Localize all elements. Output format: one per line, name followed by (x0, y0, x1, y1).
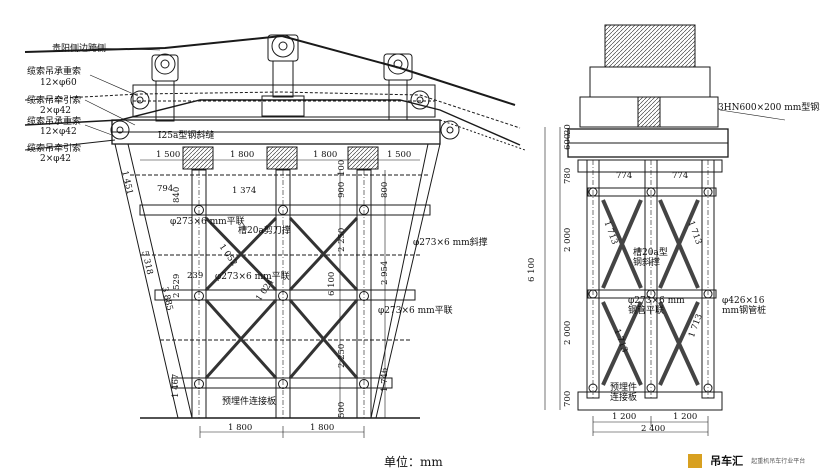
dim-6100: 6 100 (327, 271, 337, 296)
right-bottom-dim-total: 2 400 (641, 424, 666, 434)
right-dim-6100: 6 100 (527, 257, 537, 282)
logo-name: 吊车汇 (710, 454, 744, 468)
scissor-brace-right (288, 216, 359, 379)
right-top-dim-2: 774 (672, 171, 689, 181)
cable-2-spec: 2×φ42 (40, 106, 72, 116)
embed-plate-left: 预埋件连接板 (222, 397, 277, 407)
dim-2250b: 2 250 (337, 227, 347, 252)
cable-4-spec: 2×φ42 (40, 154, 72, 164)
dim-500: 500 (337, 401, 347, 418)
dim-2529: 2 529 (172, 273, 182, 298)
traction-cable-top (24, 91, 521, 129)
traction-cable-right (439, 119, 526, 151)
side-title: 贵阳侧边跨侧 (52, 44, 107, 54)
left-tower (24, 34, 526, 438)
top-dim-2: 1 800 (230, 150, 255, 160)
pipe-brace-top: φ273×6 mm平联 (170, 217, 245, 227)
pipe-brace-label-right: φ273×6 mm钢管平联 (628, 296, 685, 316)
cable-1-spec: 12×φ60 (40, 78, 77, 88)
right-bottom-dim-1: 1 200 (612, 412, 637, 422)
dim-100: 100 (337, 159, 347, 176)
channel-braces-lower (601, 301, 700, 386)
cable-1-name: 缆索吊承重索 (27, 67, 82, 77)
right-dim-780: 780 (563, 167, 573, 184)
dim-1467: 1 467 (171, 373, 181, 398)
top-dim-4: 1 500 (387, 150, 412, 160)
channel-brace-label: 槽20a型钢斜撑 (633, 248, 668, 268)
load-beam-label: 3HN600×200 mm型钢承重梁 (718, 103, 820, 113)
saddle-right (383, 53, 413, 121)
dim-900: 900 (337, 181, 347, 198)
saddle-mid (261, 34, 305, 117)
bearing-block-1 (182, 146, 214, 170)
beam-label: I25a型钢斜缝 (158, 131, 215, 141)
dim-840: 840 (172, 186, 182, 203)
right-dim-700: 700 (563, 390, 573, 407)
right-bottom-dim-2: 1 200 (673, 412, 698, 422)
dim-239: 239 (187, 271, 204, 281)
diag-brace: φ273×6 mm斜撑 (413, 238, 488, 248)
embed-plate-right: 预埋件连接板 (610, 383, 638, 403)
dim-1374: 1 374 (232, 186, 257, 196)
dim-2250: 2 250 (337, 343, 347, 368)
main-cable (24, 34, 516, 106)
scissor-brace-left (204, 216, 278, 380)
right-dim-2000b: 2 000 (563, 320, 573, 345)
cable-3-spec: 12×φ42 (40, 127, 77, 137)
cable-3-name: 缆索吊承重索 (27, 117, 82, 127)
pipe-brace-low: φ273×6 mm平联 (378, 306, 453, 316)
top-dim-3: 1 800 (313, 150, 338, 160)
raking-leg-right (370, 143, 441, 419)
pipe-brace-mid: φ273×6 mm平联 (215, 272, 290, 282)
cable-2-name: 缆索吊牵引索 (27, 96, 82, 106)
channel-braces-upper (601, 199, 700, 289)
saddle-left (151, 53, 179, 122)
bottom-dim-2: 1 800 (310, 423, 335, 433)
channel-scissor: 槽20a剪刀撑 (238, 226, 291, 236)
right-tower (544, 24, 786, 436)
top-machinery (604, 24, 696, 68)
right-top-dim-1: 774 (616, 171, 633, 181)
right-dim-20: 20 (563, 124, 573, 135)
logo-slogan: 起重机吊车行业平台 (751, 458, 806, 465)
traction-cable-low (24, 139, 116, 151)
dim-794: 794 (157, 184, 174, 194)
cable-4-name: 缆索吊牵引索 (27, 144, 82, 154)
raking-leg-left (114, 143, 193, 419)
right-dim-600: 600 (563, 133, 573, 150)
top-dim-1: 1 500 (156, 150, 181, 160)
logo: 吊车汇 起重机吊车行业平台 (688, 450, 805, 469)
bottom-dim-1: 1 800 (228, 423, 253, 433)
logo-icon (688, 453, 702, 468)
dim-800: 800 (380, 181, 390, 198)
dim-1746: 1 746 (380, 367, 390, 392)
dim-2954: 2 954 (380, 260, 390, 285)
right-dim-2000a: 2 000 (563, 227, 573, 252)
unit-label: 单位：mm (384, 455, 443, 469)
pile-label: φ426×16 mm钢管桩 (722, 296, 767, 316)
